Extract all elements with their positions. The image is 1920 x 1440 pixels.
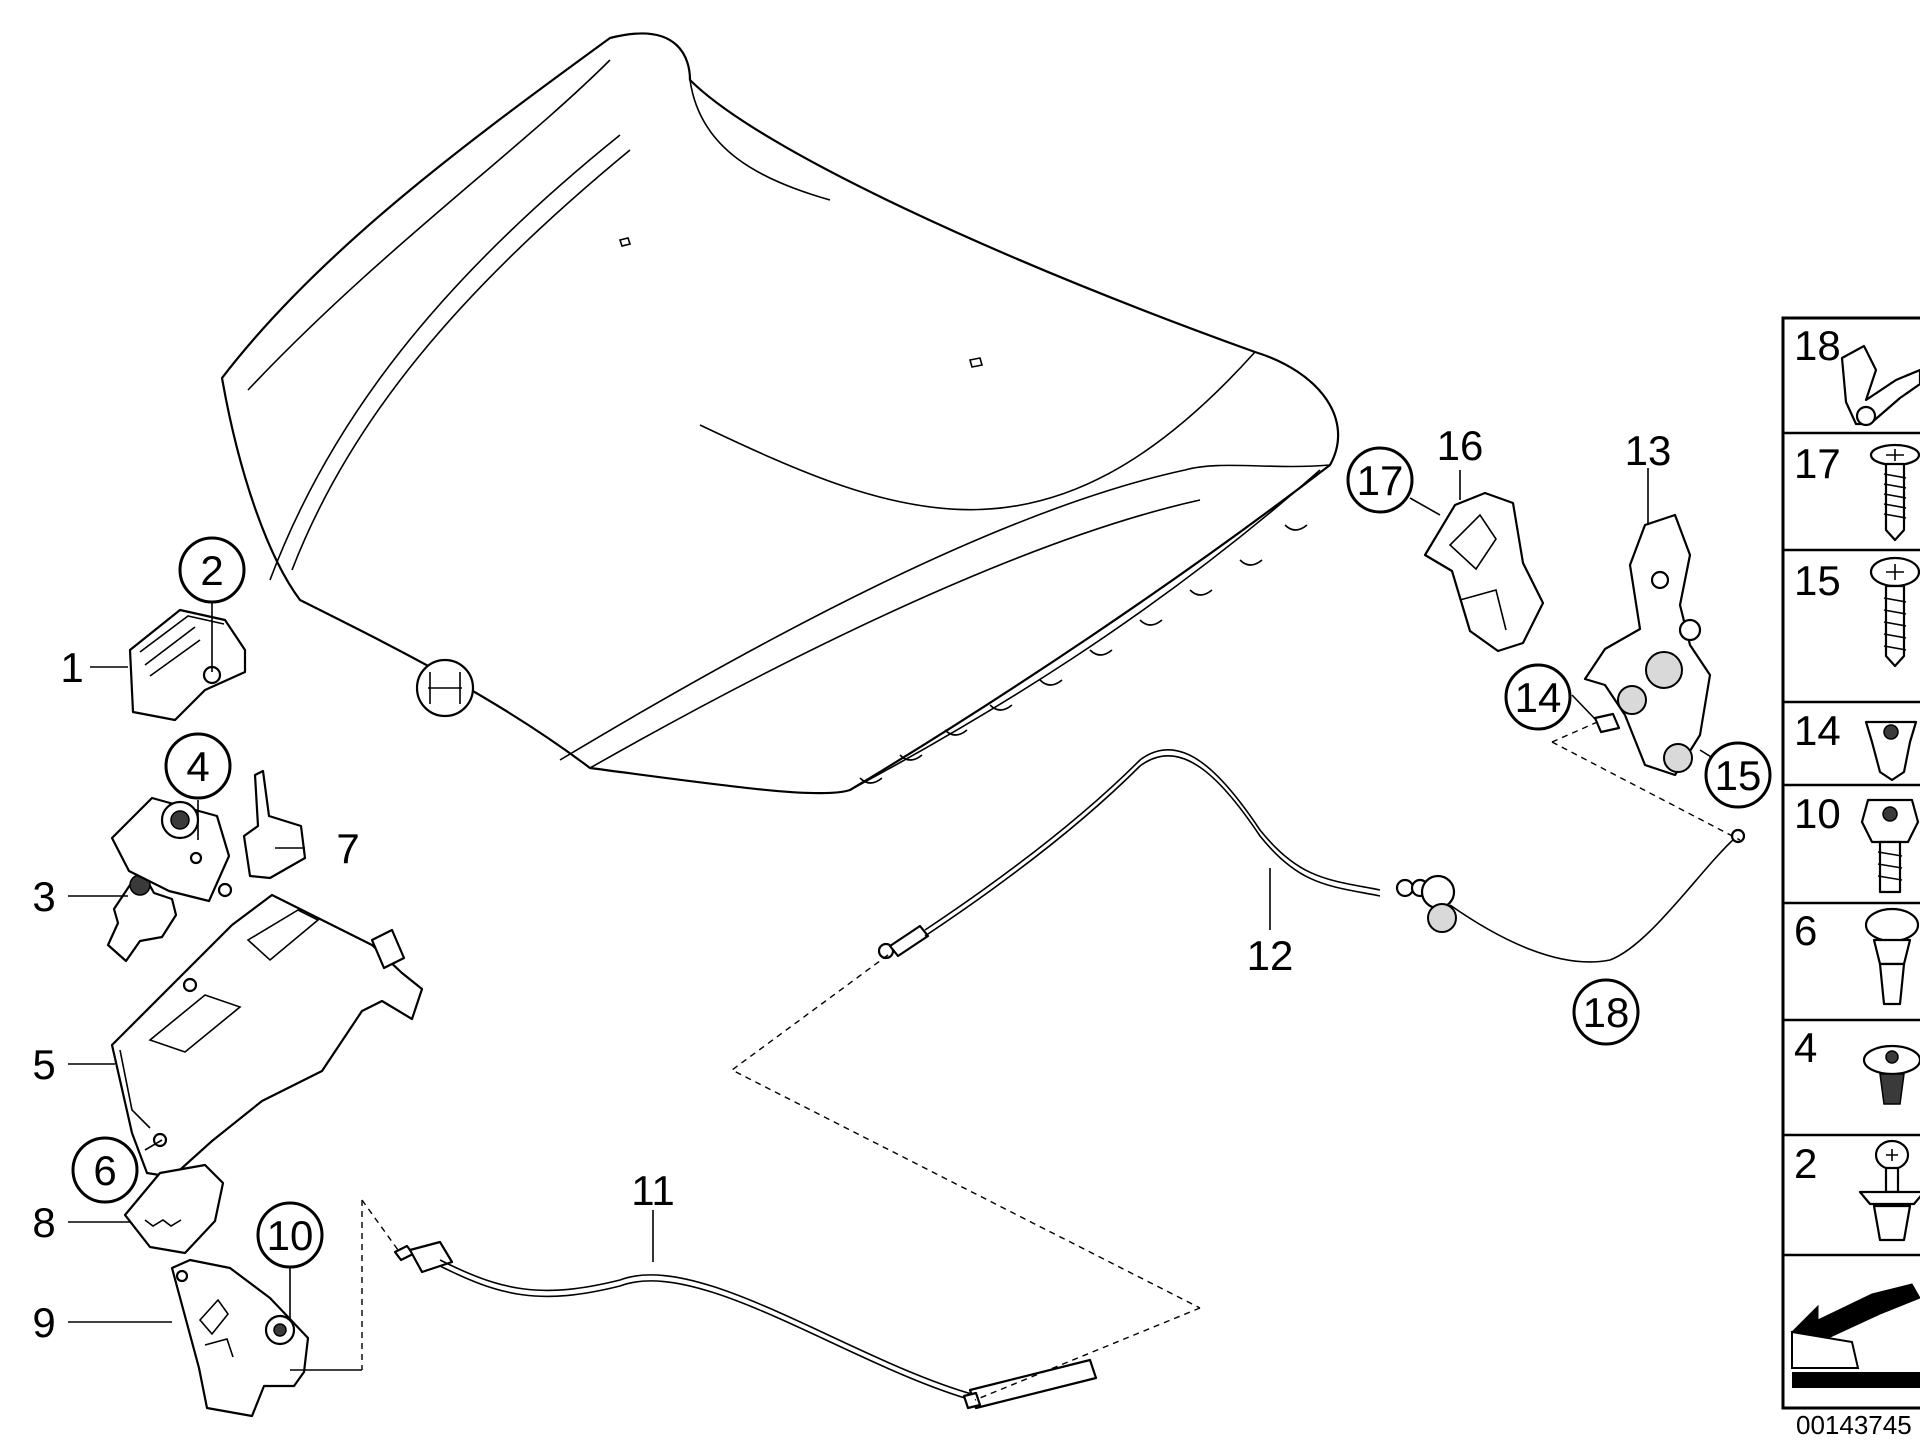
callout-10: 10 bbox=[256, 1201, 324, 1269]
callout-label-16: 16 bbox=[1437, 422, 1484, 469]
callout-12: 12 bbox=[1247, 932, 1294, 979]
callout-label-9: 9 bbox=[32, 1299, 55, 1346]
legend-label-6: 6 bbox=[1794, 907, 1817, 954]
callout-7: 7 bbox=[336, 825, 359, 872]
part-4-mount bbox=[110, 796, 231, 903]
callout-5: 5 bbox=[32, 1041, 55, 1088]
callout-label-10: 10 bbox=[267, 1212, 314, 1259]
part-8-cover bbox=[123, 1163, 225, 1255]
callout-1: 1 bbox=[60, 644, 83, 691]
legend-arrow-icon bbox=[1791, 1283, 1920, 1388]
legend-label-18: 18 bbox=[1794, 322, 1841, 369]
callout-label-11: 11 bbox=[631, 1167, 675, 1214]
callout-8: 8 bbox=[32, 1199, 55, 1246]
legend-item-18: 18 bbox=[1794, 322, 1920, 427]
callout-9: 9 bbox=[32, 1299, 55, 1346]
part-11-cable bbox=[393, 1240, 1098, 1410]
part-7-seal bbox=[242, 769, 307, 880]
callout-14: 14 bbox=[1504, 663, 1572, 731]
part-16-hinge-cover bbox=[1423, 491, 1545, 653]
part-1-bracket bbox=[128, 608, 247, 722]
callout-13: 13 bbox=[1625, 427, 1672, 474]
legend-item-14: 14 bbox=[1794, 707, 1918, 782]
callout-label-1: 1 bbox=[60, 644, 83, 691]
legend-panel: 18 17 15 14 10 bbox=[1781, 316, 1920, 1440]
callout-label-13: 13 bbox=[1625, 427, 1672, 474]
callout-label-14: 14 bbox=[1515, 674, 1562, 721]
document-number: 00143745 bbox=[1796, 1410, 1912, 1440]
legend-item-2: 2 bbox=[1794, 1139, 1920, 1242]
legend-item-6: 6 bbox=[1794, 907, 1920, 1006]
callout-label-12: 12 bbox=[1247, 932, 1294, 979]
callout-16: 16 bbox=[1437, 422, 1484, 469]
hood-panel bbox=[220, 32, 1340, 795]
callout-11: 11 bbox=[631, 1167, 675, 1214]
callout-18: 18 bbox=[1572, 978, 1640, 1046]
callout-label-15: 15 bbox=[1715, 752, 1762, 799]
legend-label-14: 14 bbox=[1794, 707, 1841, 754]
callout-15: 15 bbox=[1704, 741, 1772, 809]
legend-item-10: 10 bbox=[1794, 790, 1920, 894]
callout-label-2: 2 bbox=[200, 547, 223, 594]
callout-4: 4 bbox=[164, 732, 232, 800]
legend-label-2: 2 bbox=[1794, 1140, 1817, 1187]
callout-3: 3 bbox=[32, 873, 55, 920]
callout-label-17: 17 bbox=[1357, 457, 1404, 504]
callout-label-6: 6 bbox=[93, 1147, 116, 1194]
callout-17: 17 bbox=[1346, 446, 1414, 514]
callout-6: 6 bbox=[71, 1136, 139, 1204]
legend-item-17: 17 bbox=[1794, 440, 1920, 542]
legend-label-4: 4 bbox=[1794, 1024, 1817, 1071]
part-12-cable bbox=[877, 749, 1746, 963]
callout-label-7: 7 bbox=[336, 825, 359, 872]
callout-label-3: 3 bbox=[32, 873, 55, 920]
part-13-hood-support bbox=[1583, 513, 1712, 777]
legend-label-17: 17 bbox=[1794, 440, 1841, 487]
callout-label-18: 18 bbox=[1583, 989, 1630, 1036]
callout-label-4: 4 bbox=[186, 743, 209, 790]
legend-item-4: 4 bbox=[1794, 1024, 1920, 1105]
callout-2: 2 bbox=[178, 536, 246, 604]
legend-label-10: 10 bbox=[1794, 790, 1841, 837]
callout-label-8: 8 bbox=[32, 1199, 55, 1246]
dashed-reference-lines bbox=[361, 719, 1741, 1401]
legend-label-15: 15 bbox=[1794, 557, 1841, 604]
callout-label-5: 5 bbox=[32, 1041, 55, 1088]
part-9-lock bbox=[170, 1258, 310, 1418]
legend-item-15: 15 bbox=[1794, 556, 1920, 668]
